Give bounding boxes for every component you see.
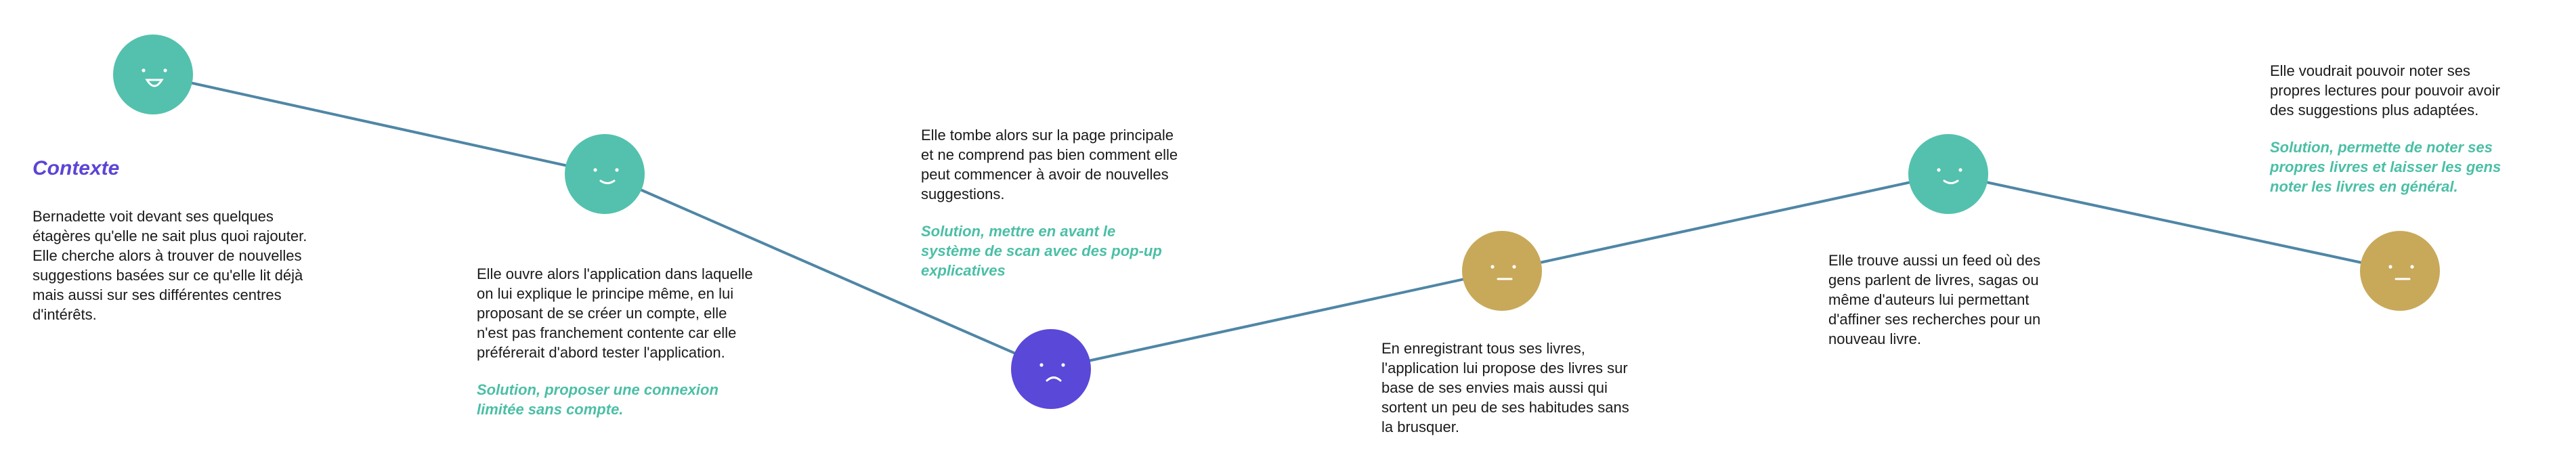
step-1-text-block: Bernadette voit devant ses quelques étag… (33, 207, 330, 324)
journey-connector (604, 173, 1052, 370)
step-3-solution: Solution, mettre en avant le système de … (921, 223, 1162, 279)
mood-circle (1908, 134, 1988, 214)
journey-node-1 (113, 35, 193, 114)
step-3-text-block: Elle tombe alors sur la page principale … (921, 125, 1178, 280)
journey-node-4 (1462, 231, 1542, 311)
step-1-description: Bernadette voit devant ses quelques étag… (33, 208, 307, 323)
mood-circle (113, 35, 193, 114)
neutral-face-icon (1490, 265, 1516, 280)
step-5-text-block: Elle trouve aussi un feed où des gens pa… (1828, 251, 2062, 349)
step-2-description: Elle ouvre alors l'application dans laqu… (477, 265, 753, 361)
journey-connector (1501, 173, 1949, 272)
journey-connector (152, 73, 605, 175)
step-2-solution: Solution, proposer une connexion limitée… (477, 381, 718, 418)
step-3-description: Elle tombe alors sur la page principale … (921, 127, 1178, 202)
sad-face-icon (1039, 363, 1065, 382)
step-6-solution: Solution, permette de noter ses propres … (2270, 139, 2502, 195)
step-6-text-block: Elle voudrait pouvoir noter ses propres … (2270, 61, 2520, 196)
mood-circle (1462, 231, 1542, 311)
neutral-face-icon (2388, 265, 2414, 280)
journey-node-3 (1011, 329, 1091, 409)
step-6-description: Elle voudrait pouvoir noter ses propres … (2270, 62, 2500, 118)
journey-node-2 (565, 134, 645, 214)
step-4-description: En enregistrant tous ses livres, l'appli… (1381, 340, 1629, 435)
step-4-text-block: En enregistrant tous ses livres, l'appli… (1381, 339, 1642, 437)
step-5-description: Elle trouve aussi un feed où des gens pa… (1828, 252, 2041, 347)
journey-node-6 (2360, 231, 2440, 311)
journey-connector (1050, 270, 1503, 370)
slight-smile-face-icon (593, 168, 619, 184)
journey-connector (1948, 173, 2401, 272)
step-2-text-block: Elle ouvre alors l'application dans laqu… (477, 264, 754, 419)
mood-circle (1011, 329, 1091, 409)
journey-node-5 (1908, 134, 1988, 214)
slight-smile-face-icon (1937, 168, 1962, 184)
mood-circle (2360, 231, 2440, 311)
smile-face-icon (142, 68, 167, 87)
mood-circle (565, 134, 645, 214)
context-heading: Contexte (33, 157, 120, 179)
